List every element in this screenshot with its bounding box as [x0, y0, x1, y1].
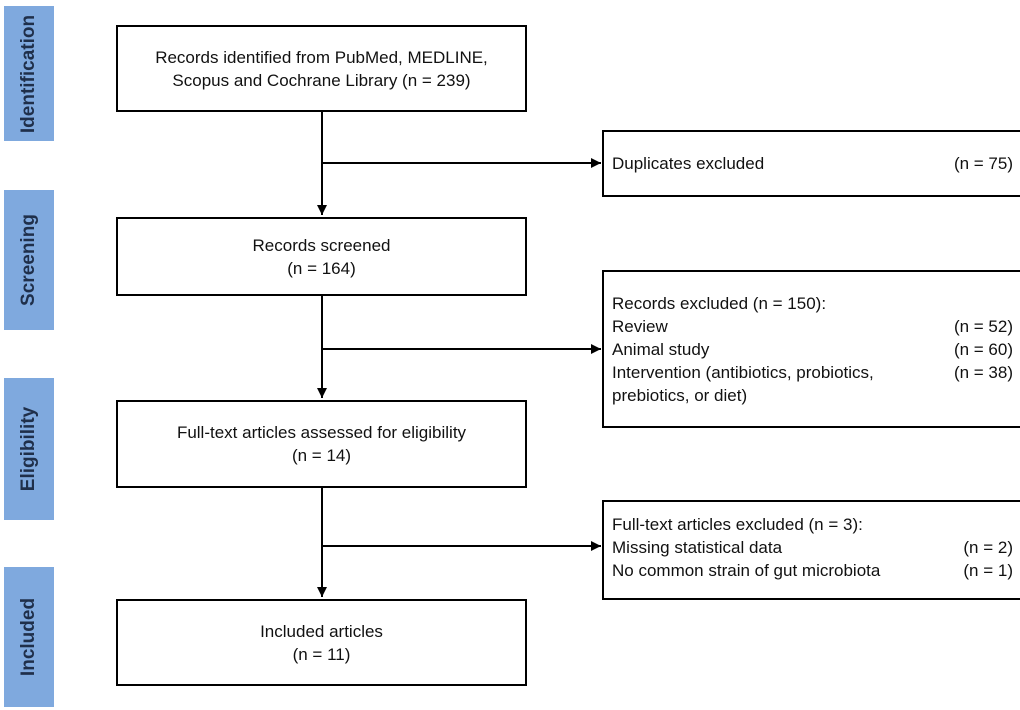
- fulltext-excluded-item-count: (n = 1): [963, 561, 1013, 580]
- records-excluded-item-label: Intervention (antibiotics, probiotics, p…: [612, 363, 874, 405]
- records-screened-line1: Records screened: [252, 235, 391, 255]
- records-identified-line1: Records identified from PubMed, MEDLINE,: [155, 47, 488, 67]
- included-articles-box: Included articles (n = 11): [116, 599, 527, 686]
- fulltext-excluded-item: No common strain of gut microbiota (n = …: [612, 559, 1013, 582]
- fulltext-assessed-line1: Full-text articles assessed for eligibil…: [176, 423, 467, 442]
- fulltext-excluded-box: Full-text articles excluded (n = 3): Mis…: [602, 500, 1020, 600]
- records-identified-box: Records identified from PubMed, MEDLINE,…: [116, 25, 527, 112]
- fulltext-excluded-item-label: No common strain of gut microbiota: [612, 561, 881, 580]
- records-excluded-item-count: (n = 38): [953, 363, 1013, 382]
- fulltext-assessed-line2: (n = 14): [291, 446, 352, 465]
- fulltext-excluded-heading: Full-text articles excluded (n = 3):: [612, 515, 863, 534]
- fulltext-excluded-item-label: Missing statistical data: [612, 538, 783, 557]
- included-articles-line2: (n = 11): [292, 644, 351, 664]
- fulltext-excluded-item-count: (n = 2): [963, 538, 1013, 557]
- records-excluded-item-count: (n = 60): [953, 340, 1013, 359]
- duplicates-excluded-count: (n = 75): [953, 154, 1013, 173]
- duplicates-excluded-box: Duplicates excluded (n = 75): [602, 130, 1020, 197]
- duplicates-excluded-label: Duplicates excluded: [612, 154, 765, 173]
- records-excluded-item: Animal study (n = 60): [612, 338, 1013, 361]
- records-identified-line2: Scopus and Cochrane Library (n = 239): [172, 70, 471, 90]
- stage-eligibility: Eligibility: [4, 378, 54, 520]
- included-articles-line1: Included articles: [260, 621, 383, 641]
- records-excluded-item: Intervention (antibiotics, probiotics, p…: [612, 361, 1013, 407]
- records-excluded-box: Records excluded (n = 150): Review (n = …: [602, 270, 1020, 428]
- records-screened-line2: (n = 164): [287, 258, 356, 278]
- records-excluded-item-label: Animal study: [612, 340, 710, 359]
- records-screened-box: Records screened (n = 164): [116, 217, 527, 296]
- stage-included: Included: [4, 567, 54, 707]
- records-excluded-item-label: Review: [612, 317, 668, 336]
- stage-screening: Screening: [4, 190, 54, 330]
- fulltext-assessed-box: Full-text articles assessed for eligibil…: [116, 400, 527, 488]
- stage-identification: Identification: [4, 6, 54, 141]
- fulltext-excluded-item: Missing statistical data (n = 2): [612, 536, 1013, 559]
- records-excluded-item: Review (n = 52): [612, 315, 1013, 338]
- records-excluded-item-count: (n = 52): [953, 317, 1013, 336]
- records-excluded-heading: Records excluded (n = 150):: [612, 294, 827, 313]
